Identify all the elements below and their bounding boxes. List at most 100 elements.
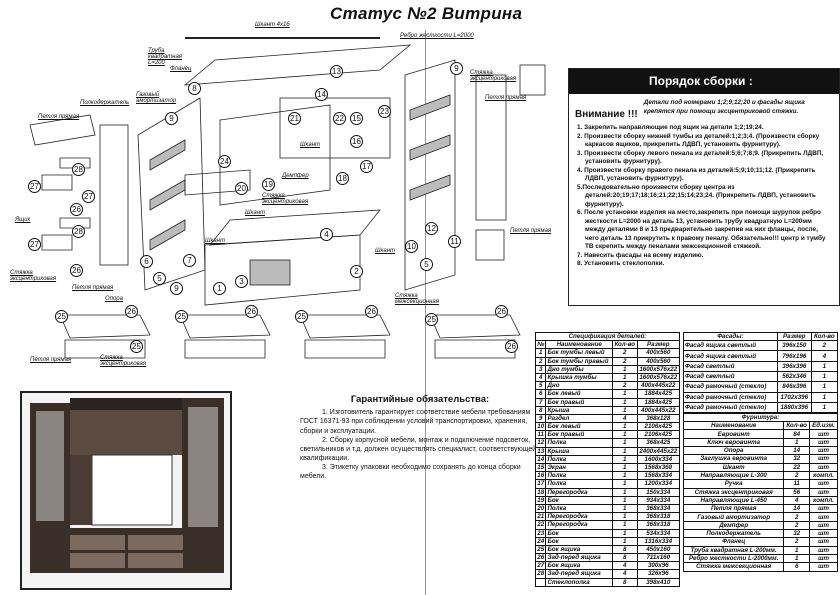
assembly-step: 2. Произвести сборку нижней тумбы из дет… — [577, 132, 820, 149]
part-number: 27 — [82, 190, 95, 203]
guarantee-paragraph: 3. Этикетку упаковки необходимо сохранят… — [300, 463, 521, 480]
table-cell: 150x334 — [636, 487, 681, 497]
table-cell: 1 — [810, 391, 839, 403]
table-cell: 14 — [534, 454, 547, 465]
table-cell: 1702x396 — [776, 391, 812, 403]
table-cell: 2400x445x22 — [636, 446, 681, 456]
table-cell: 17 — [534, 479, 547, 489]
attention-note: Внимание !!! Детали под номерами 1;2;9;1… — [569, 94, 839, 120]
table-cell: Опора — [682, 446, 785, 456]
label-hinge-1: Петля прямая — [38, 114, 80, 120]
right-cabinet-drawing — [404, 59, 546, 291]
table-cell: Бок левый — [545, 389, 613, 399]
label-dowel-3: Шкант — [245, 210, 265, 216]
part-number: 19 — [262, 178, 275, 191]
part-number: 26 — [70, 203, 83, 216]
assembly-steps: 1. Закрепить направляющие под ящик на де… — [569, 120, 839, 269]
part-number: 16 — [350, 135, 363, 148]
table-cell: 14 — [783, 504, 810, 514]
table-cell: 1568x334 — [636, 471, 681, 481]
guarantee-title: Гарантийные обязательства: — [350, 394, 490, 405]
table-cell: Евровинт — [682, 429, 785, 439]
table-cell: Фасад светлый — [683, 360, 778, 373]
table-cell: Бок тумбы правый — [545, 356, 613, 366]
table-cell: 2106x425 — [636, 422, 681, 432]
table-cell: 8 — [534, 405, 547, 415]
part-number: 11 — [448, 235, 461, 248]
table-cell: 1 — [612, 364, 638, 374]
table-cell: Перегородка — [545, 487, 613, 497]
table-cell: 84 — [783, 429, 810, 439]
assembly-step: 5.Последовательно произвести сборку цент… — [577, 183, 816, 208]
table-cell: Демпфер — [682, 520, 785, 531]
table-cell: 6 — [534, 389, 547, 399]
part-number: 17 — [360, 160, 373, 173]
table-cell: 8 — [612, 553, 638, 563]
table-cell: 1 — [612, 454, 638, 465]
table-cell: 28 — [534, 569, 547, 579]
table-cell: 1 — [810, 401, 839, 414]
table-cell: 20 — [534, 503, 547, 514]
table-cell: 1200x334 — [636, 479, 681, 489]
part-number: 23 — [378, 105, 391, 118]
facades-header-cell: Размер — [776, 331, 812, 342]
table-cell: 22 — [534, 520, 547, 530]
guarantee-section: Гарантийные обязательства: 1. Изготовите… — [300, 394, 540, 481]
table-cell: 400x560 — [636, 348, 681, 358]
table-cell: Перегородка — [545, 520, 613, 530]
table-cell: 26 — [534, 553, 547, 563]
table-cell: 400x445x22 — [636, 381, 681, 391]
table-cell: 9 — [534, 413, 547, 424]
part-number: 26 — [495, 305, 508, 318]
table-cell: 396x396 — [776, 360, 812, 373]
table-cell: 1600x334 — [636, 454, 681, 465]
table-cell: 1 — [612, 372, 638, 383]
table-cell: 1 — [612, 389, 638, 399]
table-cell: Стяжка межсекционная — [682, 562, 785, 572]
table-cell: 396x150 — [776, 340, 812, 352]
part-number: 5 — [153, 272, 166, 285]
table-cell — [534, 577, 547, 587]
furniture-illustration — [30, 398, 224, 573]
table-cell: 14 — [783, 446, 810, 456]
fittings-title: Фурнитура: — [683, 412, 838, 423]
table-cell: 326x96 — [636, 569, 681, 579]
drawers-row-drawing — [59, 314, 521, 359]
spec-header-cell: № — [534, 340, 547, 350]
table-cell: шт — [808, 437, 839, 448]
table-cell: 24 — [534, 536, 547, 546]
page-title: Статус №2 Витрина — [330, 4, 523, 23]
table-cell: 1 — [783, 545, 810, 555]
label-shelf-holder: Полкодержатель — [80, 100, 130, 106]
label-flange: Фланец — [170, 66, 192, 72]
table-cell: 450x160 — [636, 544, 681, 555]
spec-header-cell: Размер — [636, 340, 681, 350]
part-number: 24 — [218, 155, 231, 168]
table-cell: Ручка — [682, 479, 785, 489]
table-cell: 1 — [612, 512, 638, 522]
table-cell: 368x318 — [636, 512, 681, 522]
table-cell: 10 — [534, 422, 547, 432]
part-number: 28 — [72, 163, 85, 176]
label-damper: Демпфер — [282, 173, 309, 179]
table-cell: 562x346 — [776, 371, 812, 383]
spec-header-cell: Кол-во — [612, 340, 638, 350]
table-cell: 1 — [612, 487, 638, 497]
center-unit-drawing — [183, 37, 412, 306]
table-cell: Фасад светлый — [683, 371, 778, 383]
part-number: 25 — [175, 310, 188, 323]
table-cell: Бок — [545, 495, 613, 505]
table-cell: 1 — [612, 438, 638, 448]
table-cell: 368x425 — [636, 438, 681, 448]
